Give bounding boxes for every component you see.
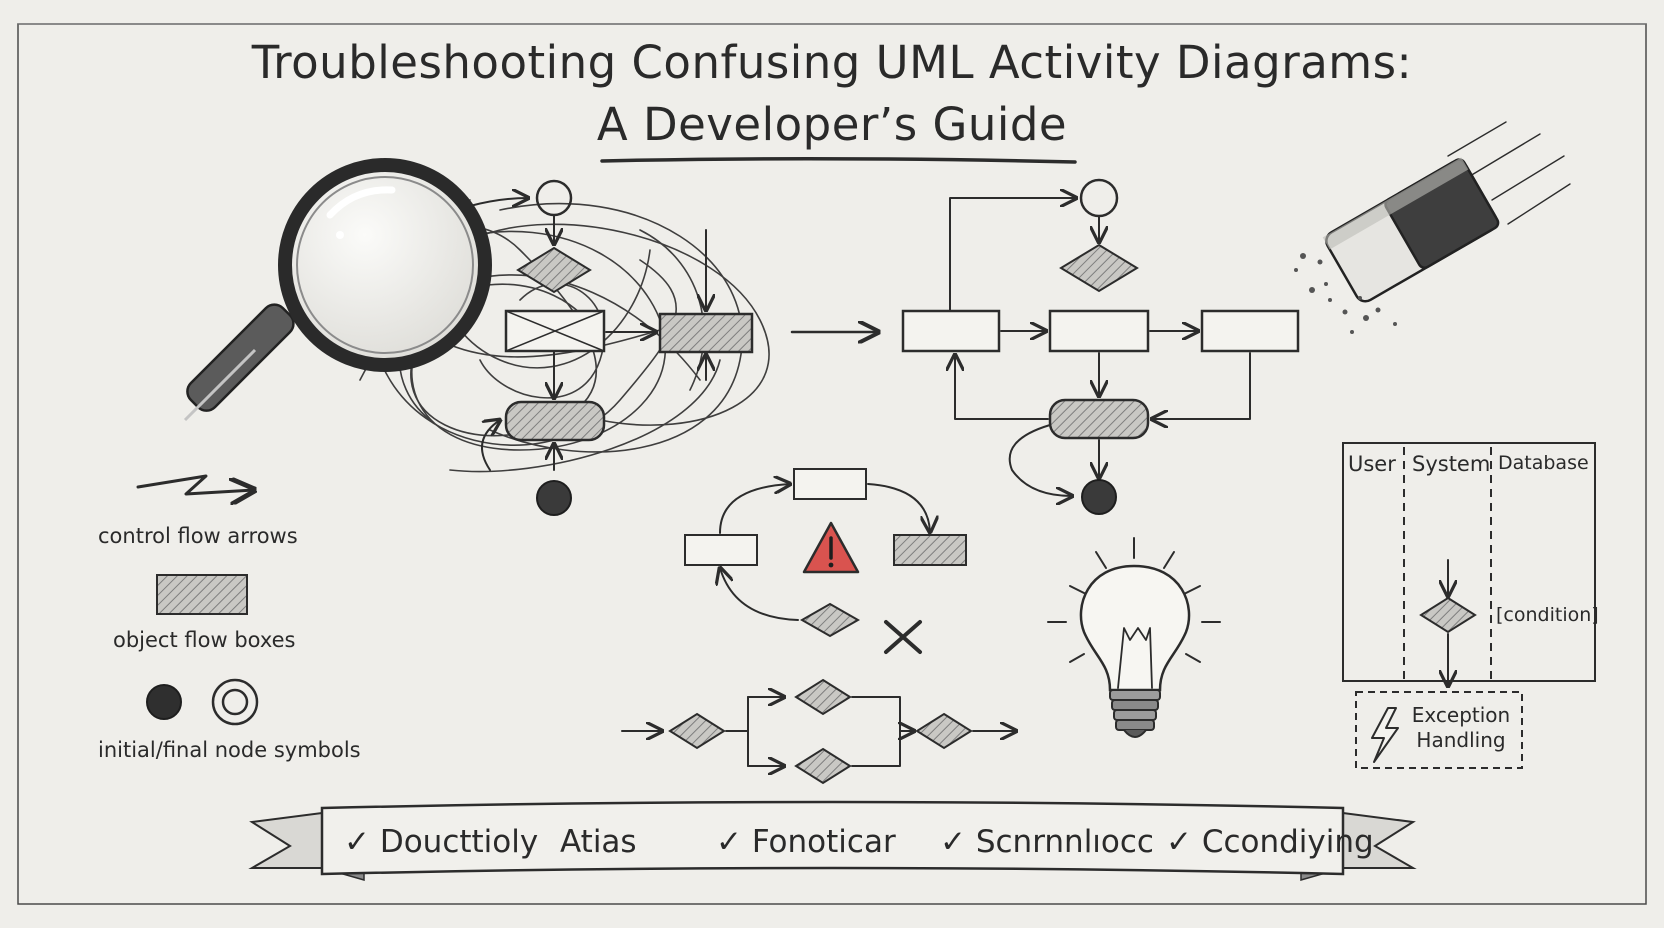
ribbon-item-2: Atias (560, 824, 637, 860)
page-title: Troubleshooting Confusing UML Activity D… (251, 36, 1413, 89)
title-underline (600, 156, 1077, 164)
ribbon-item-4: ✓ Scnrnnlıocc (940, 824, 1154, 860)
lane-label-system: System (1412, 452, 1491, 476)
guard-condition-label: [condition] (1496, 604, 1599, 626)
zigzag-arrow-icon (136, 474, 254, 494)
loop-diagram (684, 468, 967, 654)
ribbon-item-1: ✓ Doucttioly (344, 824, 539, 860)
lane-label-database: Database (1498, 452, 1589, 474)
lightning-icon (1371, 707, 1399, 763)
swimlane-diagram (1342, 442, 1596, 769)
warning-icon (802, 521, 860, 574)
legend-label-control-flow: control flow arrows (98, 524, 298, 548)
lightbulb-icon (1047, 537, 1221, 738)
page-subtitle: A Developer’s Guide (596, 98, 1068, 151)
node-symbols-icon (146, 678, 259, 726)
eraser-icon (1294, 121, 1571, 334)
decision-branches (621, 678, 1016, 785)
exception-label-line2: Handling (1416, 728, 1506, 752)
lane-label-user: User (1348, 452, 1396, 476)
clean-diagram (901, 178, 1300, 515)
hatched-box-icon (156, 574, 248, 615)
magnifier-icon (183, 158, 492, 422)
ribbon-item-3: ✓ Fonoticar (716, 824, 896, 860)
legend-label-object-flow: object flow boxes (113, 628, 296, 652)
ribbon-item-5: ✓ Ccondiying (1166, 824, 1374, 860)
legend-label-node-symbols: initial/final node symbols (98, 738, 361, 762)
x-mark-icon (884, 620, 922, 654)
ribbon-banner (248, 800, 1417, 881)
exception-handling-label: Exception Handling (1404, 703, 1518, 753)
exception-label-line1: Exception (1411, 703, 1511, 727)
